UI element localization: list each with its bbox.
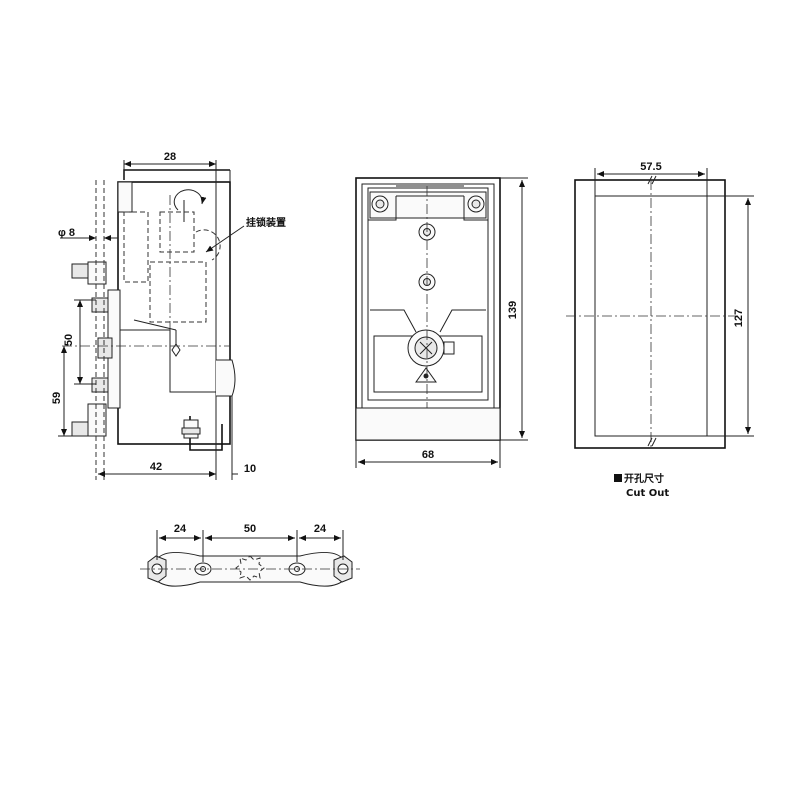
bottom-view: 24 50 24 — [140, 523, 360, 587]
dim-24-right-label: 24 — [314, 523, 327, 535]
dim-28-label: 28 — [164, 151, 176, 163]
dim-59-label: 59 — [51, 392, 63, 404]
side-housing — [117, 181, 231, 445]
caption-square-icon — [614, 474, 622, 482]
dim-57-5-label: 57.5 — [640, 161, 661, 173]
front-view: 68 139 — [355, 177, 528, 468]
dim-50-bottom-label: 50 — [244, 523, 256, 535]
dim-42-label: 42 — [150, 461, 162, 473]
dim-10-label: 10 — [244, 463, 256, 475]
dim-68-label: 68 — [422, 449, 434, 461]
terminal-studs — [71, 261, 121, 437]
dim-dia8-label: φ 8 — [58, 227, 75, 239]
dim-24-left-label: 24 — [174, 523, 187, 535]
dim-50-label: 50 — [63, 334, 75, 346]
shaft-star-outline — [235, 555, 265, 581]
cutout-caption-cn: 开孔尺寸 — [624, 472, 664, 485]
dim-127-label: 127 — [733, 309, 745, 327]
drawing-band — [0, 142, 800, 660]
cutout-caption-en: Cut Out — [626, 488, 669, 499]
dim-139-label: 139 — [507, 301, 519, 319]
cutout-outer — [574, 179, 726, 449]
side-view: 28 φ 8 50 59 42 10 挂锁装置 — [51, 151, 286, 480]
rotation-arrow-icon — [173, 189, 207, 211]
padlock-device-callout: 挂锁装置 — [246, 216, 286, 229]
cutout-view: 57.5 127 开孔尺寸 Cut Out — [566, 161, 754, 499]
